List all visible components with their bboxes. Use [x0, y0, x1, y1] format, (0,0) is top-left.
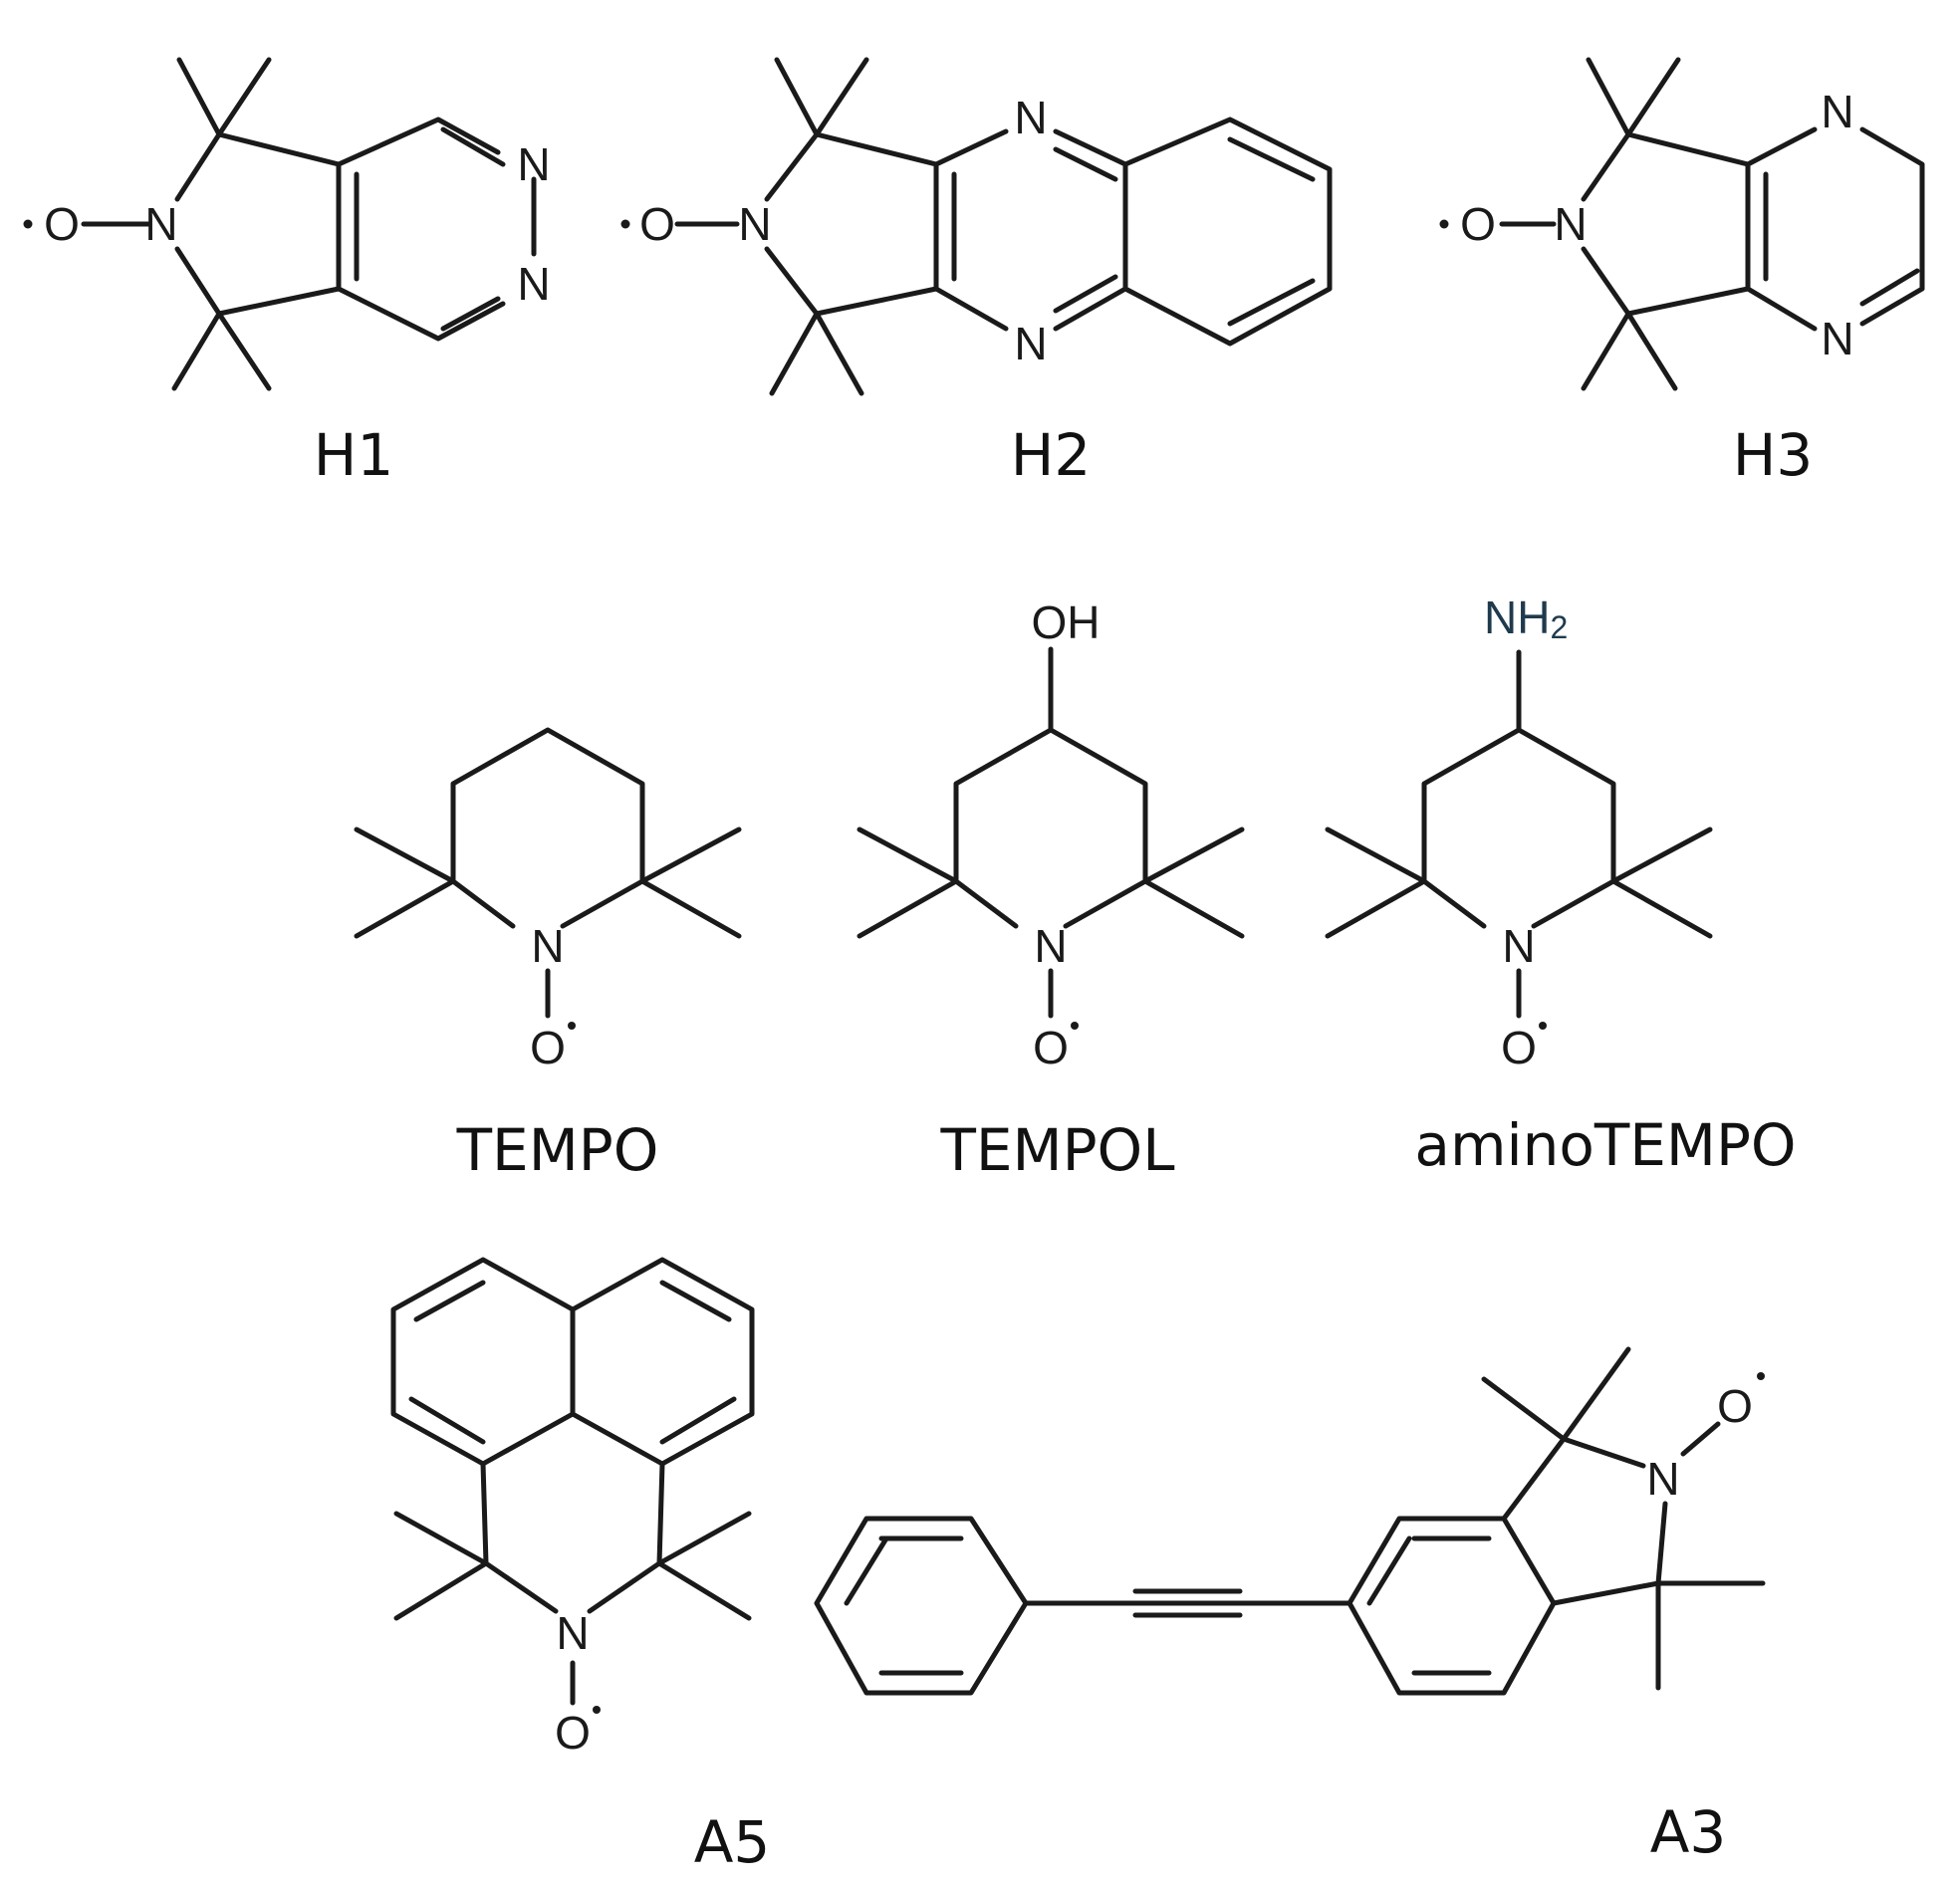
- h3-bonds: [1499, 57, 1925, 391]
- atom-nh: NH: [1484, 591, 1550, 643]
- radical-dot: [620, 219, 630, 229]
- atom-n: N: [1821, 313, 1853, 364]
- atom-o: O: [530, 1022, 566, 1073]
- a5-bonds: [390, 1257, 755, 1706]
- tempo-bonds: [354, 727, 742, 1019]
- atom-n: N: [1554, 198, 1587, 250]
- radical-dot: [568, 1022, 576, 1030]
- structure-tempol: OH N O TEMPOL: [857, 596, 1245, 1184]
- structure-tempo: N O TEMPO: [354, 727, 742, 1184]
- compound-label-tempol: TEMPOL: [939, 1116, 1174, 1184]
- compound-label-tempo: TEMPO: [456, 1116, 659, 1184]
- radical-dot: [1539, 1022, 1547, 1030]
- h2-bonds: [674, 57, 1333, 396]
- a3-bonds: [814, 1346, 1766, 1696]
- structure-a3: N O A3: [814, 1346, 1766, 1866]
- atom-n: N: [556, 1607, 589, 1659]
- atom-o: O: [1460, 198, 1496, 250]
- radical-dot: [1071, 1022, 1079, 1030]
- atom-nh2-subscript: 2: [1550, 609, 1568, 645]
- radical-dot: [1757, 1372, 1765, 1380]
- atom-n: N: [517, 258, 550, 310]
- atom-o: O: [639, 198, 675, 250]
- atom-o: O: [1501, 1022, 1537, 1073]
- structure-h2: O N N N H2: [620, 57, 1333, 489]
- structure-h1: O N N N H1: [23, 57, 551, 489]
- atom-n: N: [1821, 86, 1853, 137]
- atom-n: N: [1014, 318, 1047, 369]
- structure-aminotempo: NH2 N O aminoTEMPO: [1325, 591, 1797, 1179]
- atom-n: N: [531, 920, 564, 972]
- compound-label-aminotempo: aminoTEMPO: [1414, 1111, 1796, 1179]
- radical-dot: [593, 1706, 601, 1714]
- atom-o: O: [555, 1707, 591, 1759]
- atom-nh2: NH2: [1484, 591, 1568, 645]
- atom-o: O: [1033, 1022, 1069, 1073]
- atom-n: N: [144, 198, 177, 250]
- structure-a5: N O A5: [390, 1257, 771, 1876]
- atom-n: N: [1502, 920, 1535, 972]
- compound-label-h2: H2: [1011, 421, 1092, 489]
- atom-n: N: [517, 138, 550, 190]
- atom-n: N: [1014, 92, 1047, 143]
- structure-h3: O N N N H3: [1439, 57, 1925, 489]
- radical-dot: [23, 219, 33, 229]
- compound-label-h3: H3: [1733, 421, 1814, 489]
- compound-label-a5: A5: [694, 1808, 771, 1876]
- atom-n: N: [1646, 1453, 1679, 1505]
- h1-bonds: [81, 57, 537, 391]
- atom-oh: OH: [1032, 596, 1101, 648]
- compound-label-h1: H1: [314, 421, 394, 489]
- aminotempo-bonds: [1325, 649, 1713, 1019]
- tempol-bonds: [857, 646, 1245, 1019]
- radical-dot: [1439, 219, 1449, 229]
- atom-o: O: [1717, 1380, 1753, 1432]
- atom-n: N: [738, 198, 771, 250]
- atom-n: N: [1034, 920, 1067, 972]
- compound-label-a3: A3: [1650, 1798, 1727, 1866]
- atom-o: O: [44, 198, 80, 250]
